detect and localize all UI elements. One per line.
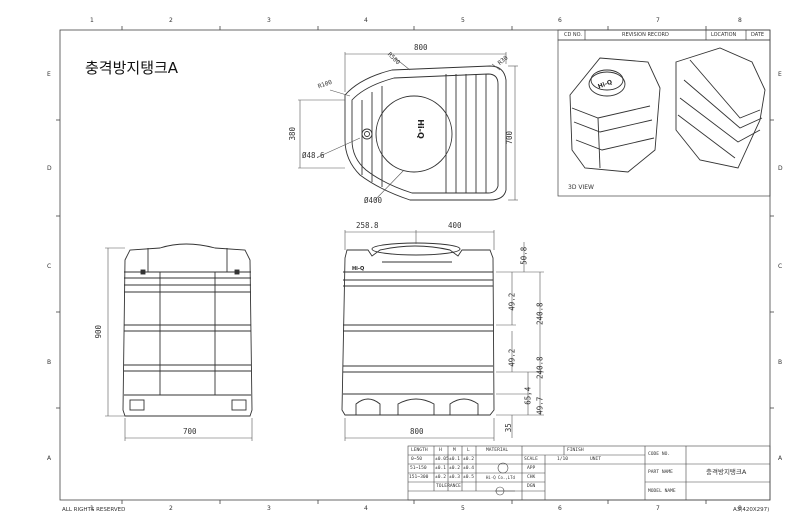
dim-opening: Ø400 — [364, 196, 383, 205]
front-view-dims — [105, 247, 253, 441]
dim-front-height: 900 — [94, 324, 104, 339]
zone-top-1: 1 — [90, 17, 94, 24]
tb-r2-len: 51~150 — [410, 466, 427, 471]
dim-240-8-b: 240.8 — [535, 356, 545, 380]
tb-r2-h: ±0.1 — [435, 466, 447, 471]
tb-app: APP — [527, 466, 536, 471]
view-3d-box — [557, 39, 771, 197]
zone-bottom-2: 2 — [169, 505, 173, 512]
tb-m: M — [453, 448, 456, 453]
view-3d-label: 3D VIEW — [568, 184, 594, 191]
zone-left-e: E — [47, 71, 51, 78]
zone-bottom-7: 7 — [656, 505, 660, 512]
tb-chk: CHK — [527, 475, 536, 480]
tb-dgn: DGN — [527, 484, 536, 489]
zone-top-8: 8 — [738, 17, 742, 24]
zone-bottom-6: 6 — [558, 505, 562, 512]
dim-side-width: 800 — [410, 427, 424, 436]
dim-hole: Ø48.6 — [302, 151, 325, 160]
zone-bottom-3: 3 — [267, 505, 271, 512]
tb-model-name: MODEL NAME — [648, 489, 676, 494]
tb-r1-h: ±0.05 — [435, 457, 449, 462]
zone-left-d: D — [47, 165, 52, 172]
side-view-dims — [344, 230, 544, 441]
zone-left-c: C — [47, 263, 52, 270]
rev-record: REVISION RECORD — [622, 32, 669, 38]
zone-top-3: 3 — [267, 17, 271, 24]
zone-bottom-4: 4 — [364, 505, 368, 512]
zone-top-5: 5 — [461, 17, 465, 24]
tb-r3-m: ±0.3 — [449, 475, 461, 480]
tb-part-name: 충격방지탱크A — [706, 468, 747, 476]
tb-length: LENGTH — [411, 448, 428, 453]
side-view-brand: Hi-Q — [352, 266, 365, 272]
revision-table — [557, 29, 771, 197]
zone-right-e: E — [778, 71, 782, 78]
title-block-lines — [407, 445, 771, 501]
dim-front-width: 700 — [183, 427, 197, 436]
drawing-title: 충격방지탱크A — [85, 59, 179, 77]
tb-company: Hi-Q Co.,LTd — [486, 475, 515, 480]
rights-reserved: ALL RIGHTS RESERVED — [62, 507, 126, 513]
zone-right-d: D — [778, 165, 783, 172]
top-view-brand: Hi-Q — [415, 119, 425, 139]
tb-scale-value: 1/10 — [557, 457, 569, 462]
iso-view-right — [675, 47, 766, 169]
tb-unit-label: UNIT — [590, 457, 602, 462]
dim-top-width: 800 — [414, 43, 428, 52]
tb-part-name-label: PART NAME — [648, 470, 673, 475]
front-view — [122, 243, 253, 417]
tb-material: MATERIAL — [486, 448, 509, 453]
dim-380: 380 — [288, 126, 298, 141]
zone-top-6: 6 — [558, 17, 562, 24]
tb-finish: FINISH — [567, 448, 584, 453]
tb-r2-l: ±0.4 — [463, 466, 475, 471]
zone-top-2: 2 — [169, 17, 173, 24]
zone-bottom-1: 1 — [90, 505, 94, 512]
tb-code-no: CODE NO. — [648, 452, 671, 457]
dim-700-top: 700 — [505, 130, 515, 145]
sheet-size: A3(420X297) — [733, 507, 770, 513]
dim-50-8: 50.8 — [519, 246, 529, 265]
rev-date: DATE — [751, 32, 765, 38]
tb-r1-len: 0~50 — [411, 457, 423, 462]
tb-tolerance: TOLERANCE — [436, 484, 461, 489]
zone-bottom-5: 5 — [461, 505, 465, 512]
rev-cd-no: CD NO. — [564, 32, 582, 38]
tb-r1-l: ±0.2 — [463, 457, 475, 462]
tb-h: H — [439, 448, 442, 453]
tb-r2-m: ±0.2 — [449, 466, 461, 471]
dim-49-7: 49.7 — [535, 396, 545, 415]
tb-r3-len: 151~300 — [409, 475, 429, 480]
dim-35: 35 — [503, 423, 513, 433]
dim-49-2-b: 49.2 — [507, 348, 517, 367]
top-view — [344, 65, 507, 201]
tb-r3-h: ±0.2 — [435, 475, 447, 480]
iso-view-left — [569, 57, 661, 173]
zone-left-a: A — [47, 455, 52, 462]
dim-side-offset: 258.8 — [356, 221, 379, 230]
zone-left-b: B — [47, 359, 52, 366]
rev-location: LOCATION — [711, 32, 737, 38]
zone-right-a: A — [778, 455, 783, 462]
dim-240-8-a: 240.8 — [535, 302, 545, 326]
zone-right-b: B — [778, 359, 783, 366]
zone-bottom-8: 8 — [738, 505, 742, 512]
tb-r1-m: ±0.1 — [449, 457, 461, 462]
zone-right-c: C — [778, 263, 783, 270]
side-view — [341, 242, 495, 416]
tb-scale-label: SCALE — [524, 457, 538, 462]
tb-r3-l: ±0.5 — [463, 475, 475, 480]
zone-top-7: 7 — [656, 17, 660, 24]
zone-top-4: 4 — [364, 17, 368, 24]
dim-65-4: 65.4 — [523, 386, 533, 405]
dim-49-2-a: 49.2 — [507, 292, 517, 311]
top-view-dims — [298, 52, 518, 201]
dim-side-opening: 400 — [448, 221, 462, 230]
tb-l: L — [467, 448, 470, 453]
